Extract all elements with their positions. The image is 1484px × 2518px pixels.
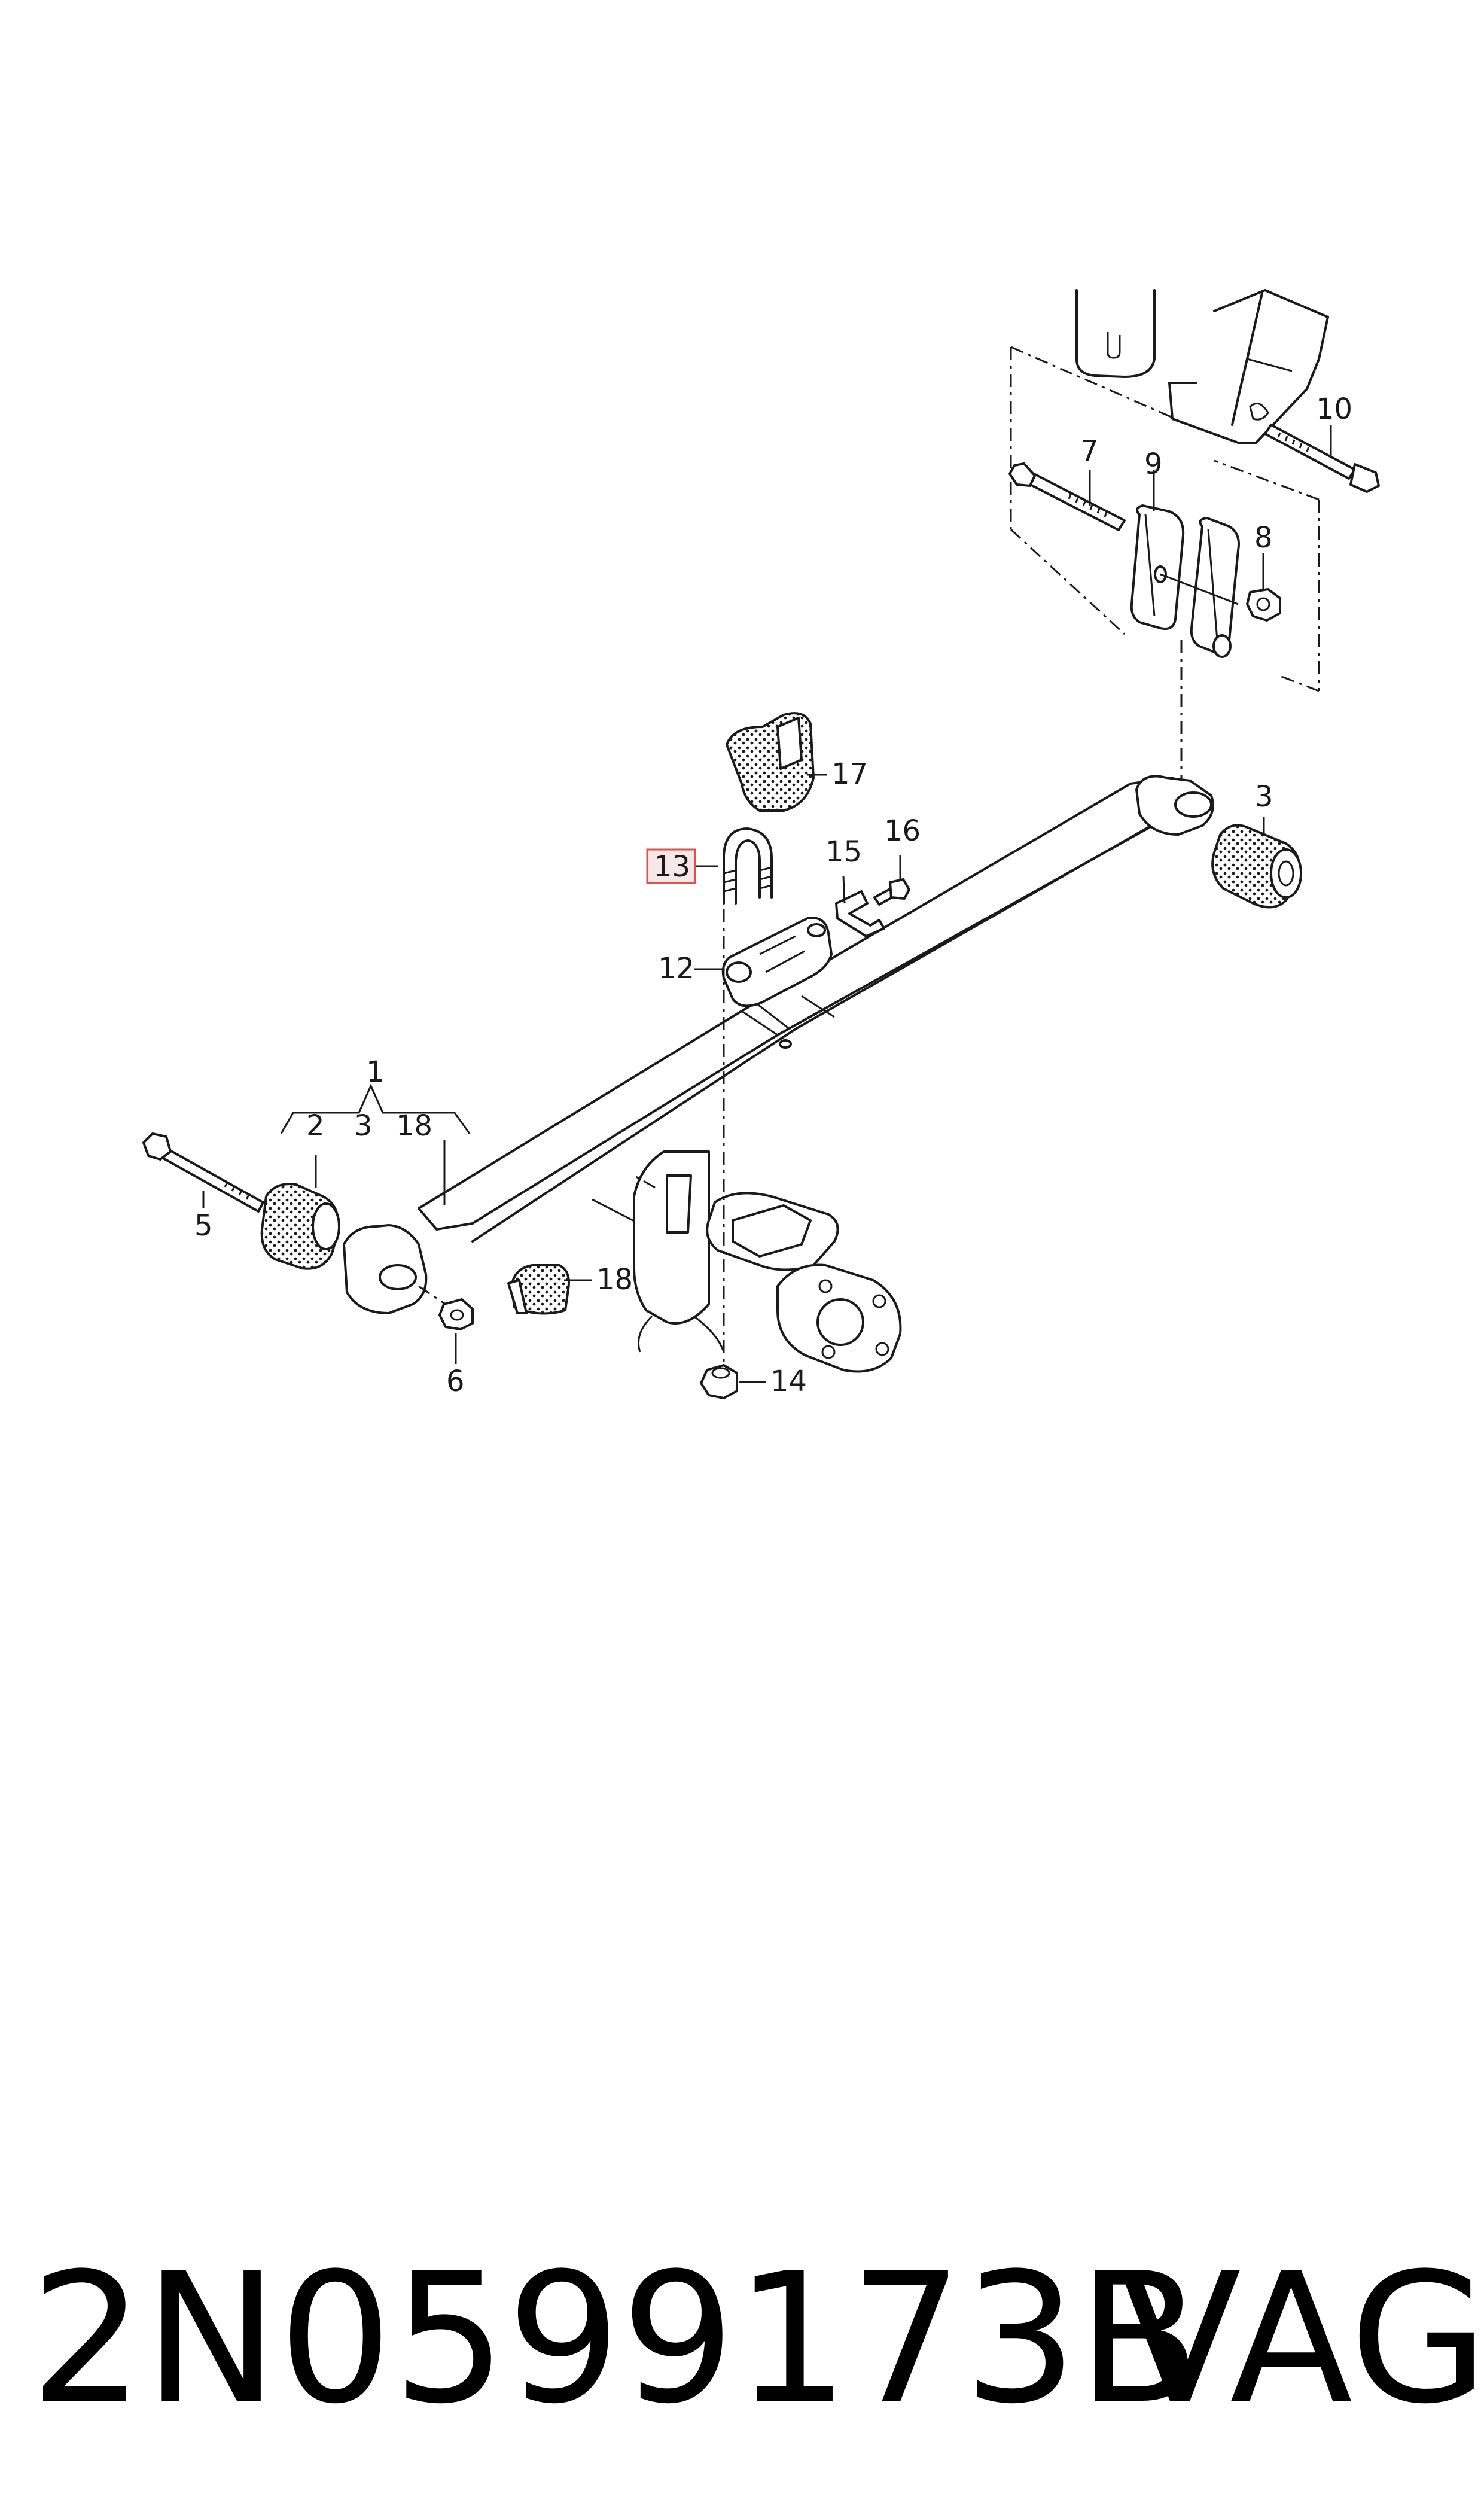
callout-7: 7 bbox=[1080, 434, 1099, 468]
callout-13-highlight bbox=[646, 848, 696, 884]
spring-shackle-9 bbox=[1130, 504, 1240, 658]
nut-14 bbox=[700, 1364, 738, 1399]
callout-10: 10 bbox=[1316, 392, 1352, 426]
callout-3-front: 3 bbox=[354, 1109, 373, 1143]
callout-12: 12 bbox=[658, 952, 694, 985]
bump-stop-17 bbox=[726, 712, 815, 812]
callout-1: 1 bbox=[366, 1055, 385, 1089]
callout-labels: 1 2 3 18 3 5 6 7 8 9 10 12 13 14 15 16 1… bbox=[194, 392, 1352, 1398]
brand-label: VAG bbox=[1119, 2234, 1484, 2443]
callout-8: 8 bbox=[1254, 521, 1273, 555]
bolt-5 bbox=[142, 1132, 264, 1213]
buffer-18 bbox=[507, 1264, 570, 1315]
spring-plate-12 bbox=[721, 917, 833, 1007]
part-number: 2N0599173B bbox=[30, 2234, 1201, 2443]
chassis-frame-section bbox=[1010, 289, 1329, 692]
bolt-16 bbox=[873, 878, 910, 906]
bolt-7 bbox=[1008, 462, 1126, 531]
callout-15: 15 bbox=[825, 835, 862, 869]
leaf-spring bbox=[343, 775, 1214, 1314]
callout-5: 5 bbox=[194, 1209, 213, 1243]
rubber-bush-2 bbox=[260, 1183, 340, 1270]
callout-16: 16 bbox=[884, 814, 921, 848]
callout-18-lower: 18 bbox=[596, 1263, 633, 1296]
callout-leader-lines bbox=[202, 425, 1332, 1383]
callout-18-front: 18 bbox=[396, 1109, 432, 1143]
callout-6: 6 bbox=[446, 1365, 465, 1398]
assembly-centre-lines bbox=[418, 640, 1183, 1364]
u-bolt-13 bbox=[723, 827, 773, 905]
callout-9: 9 bbox=[1144, 447, 1163, 481]
clip-15 bbox=[835, 890, 885, 937]
callout-2: 2 bbox=[306, 1109, 325, 1143]
callout-14: 14 bbox=[770, 1365, 807, 1398]
callout-17: 17 bbox=[831, 757, 868, 791]
exploded-parts-diagram: 1 2 3 18 3 5 6 7 8 9 10 12 13 14 15 16 1… bbox=[142, 289, 1380, 1399]
axle-housing bbox=[592, 1150, 902, 1373]
callout-13: 13 bbox=[654, 850, 690, 884]
nut-8 bbox=[1246, 588, 1281, 622]
rubber-bush-3-rear bbox=[1211, 824, 1302, 909]
callout-3-rear: 3 bbox=[1255, 780, 1273, 814]
bolt-10 bbox=[1264, 424, 1380, 493]
nut-6 bbox=[438, 1298, 474, 1330]
